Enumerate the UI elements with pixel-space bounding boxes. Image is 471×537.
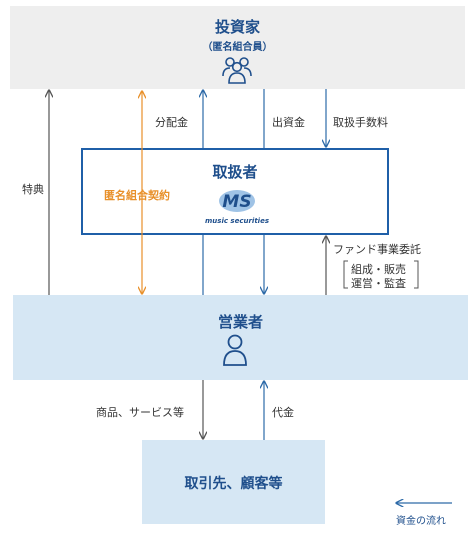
label-bracket-line1: 組成・販売 xyxy=(351,263,406,276)
operator-title: 営業者 xyxy=(217,313,263,331)
bracket-left xyxy=(343,260,348,289)
legend-money-flow: 資金の流れ xyxy=(396,516,446,527)
client-box: 取引先、顧客等 xyxy=(142,440,325,524)
logo-text: MS xyxy=(222,192,251,212)
bracket-right xyxy=(414,260,419,289)
client-title: 取引先、顧客等 xyxy=(184,476,283,492)
group-users-icon xyxy=(222,57,252,84)
label-goods: 商品、サービス等 xyxy=(96,406,184,419)
label-tokuten: 特典 xyxy=(22,183,44,196)
investor-subtitle: （匿名組合員） xyxy=(202,42,273,53)
label-investment: 出資金 xyxy=(272,116,305,129)
label-fee: 取扱手数料 xyxy=(333,116,388,129)
label-bracket-line2: 運営・監査 xyxy=(351,277,406,290)
music-securities-logo: MS music securities xyxy=(205,186,269,230)
logo-caption: music securities xyxy=(205,217,269,225)
handler-box: 取扱者 MS music securities xyxy=(81,148,389,235)
user-icon xyxy=(223,334,247,366)
investor-title: 投資家 xyxy=(214,18,260,36)
label-distribution: 分配金 xyxy=(155,116,188,129)
label-contract: 匿名組合契約 xyxy=(104,189,170,202)
label-payment: 代金 xyxy=(272,406,294,419)
operator-box: 営業者 xyxy=(13,295,468,380)
handler-title: 取扱者 xyxy=(212,163,258,181)
label-fund-commission: ファンド事業委託 xyxy=(333,243,421,256)
ms-logo-icon: MS xyxy=(219,190,255,212)
investor-box: 投資家 （匿名組合員） xyxy=(10,6,465,89)
